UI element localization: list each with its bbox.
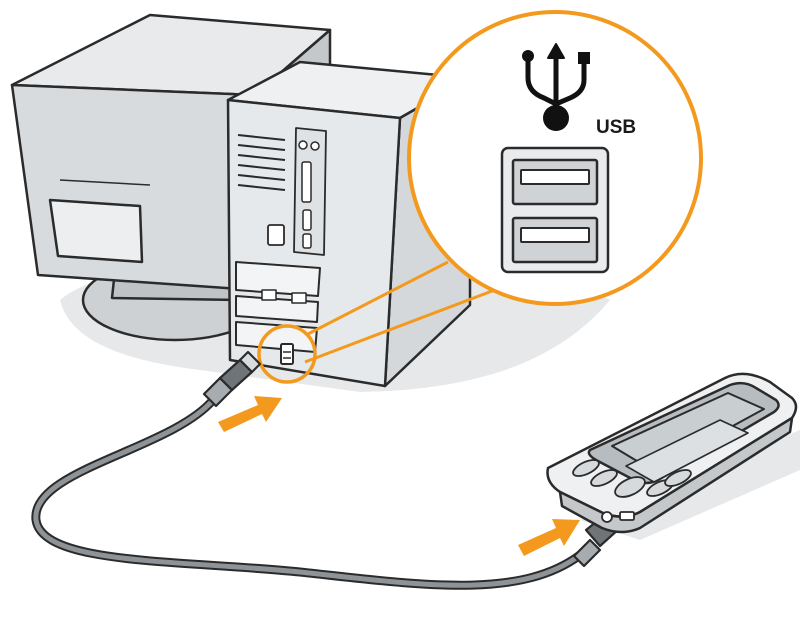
cable-body-inner [33,397,583,588]
pda-bottom-edge [558,416,794,534]
pda-graffiti-area [625,419,749,483]
monitor-back-panel [48,198,144,264]
pda-button-1 [572,459,600,477]
tower-bay-slot-2 [291,292,307,304]
usb-label: USB [596,117,636,138]
tower-bay-slot-1 [261,289,277,301]
insert-arrow-pda [518,519,580,556]
tower-drive-bay-1 [235,261,321,297]
monitor-back-line [59,179,151,186]
usb-callout: USB [257,10,703,384]
tower-port-round-1 [298,140,308,150]
tower-small-port [267,224,285,246]
tower-usb-ports [280,343,294,365]
pda-button-4 [664,469,692,487]
tower-vents [237,134,286,191]
tower-port-parallel [301,161,312,203]
pda-handheld [546,372,800,540]
insert-arrow-pc [218,396,282,432]
tower-port-serial-2 [302,233,312,249]
callout-connector [304,260,501,364]
pda-buttons [572,459,692,498]
tower-port-serial [302,209,312,231]
pda-button-2 [590,469,618,487]
pda-mini-usb-port [619,511,635,521]
cable-usb-a-plug [202,350,262,408]
zoomed-usb-port-block [500,146,610,274]
usb-cable [31,350,626,590]
callout-port-ring [257,324,317,384]
pda-power-jack [601,511,613,523]
tower-usb-divider [283,351,291,359]
usb-trident-icon [522,43,590,131]
tower-port-round-2 [310,141,320,151]
pda-nav-button [614,476,646,498]
